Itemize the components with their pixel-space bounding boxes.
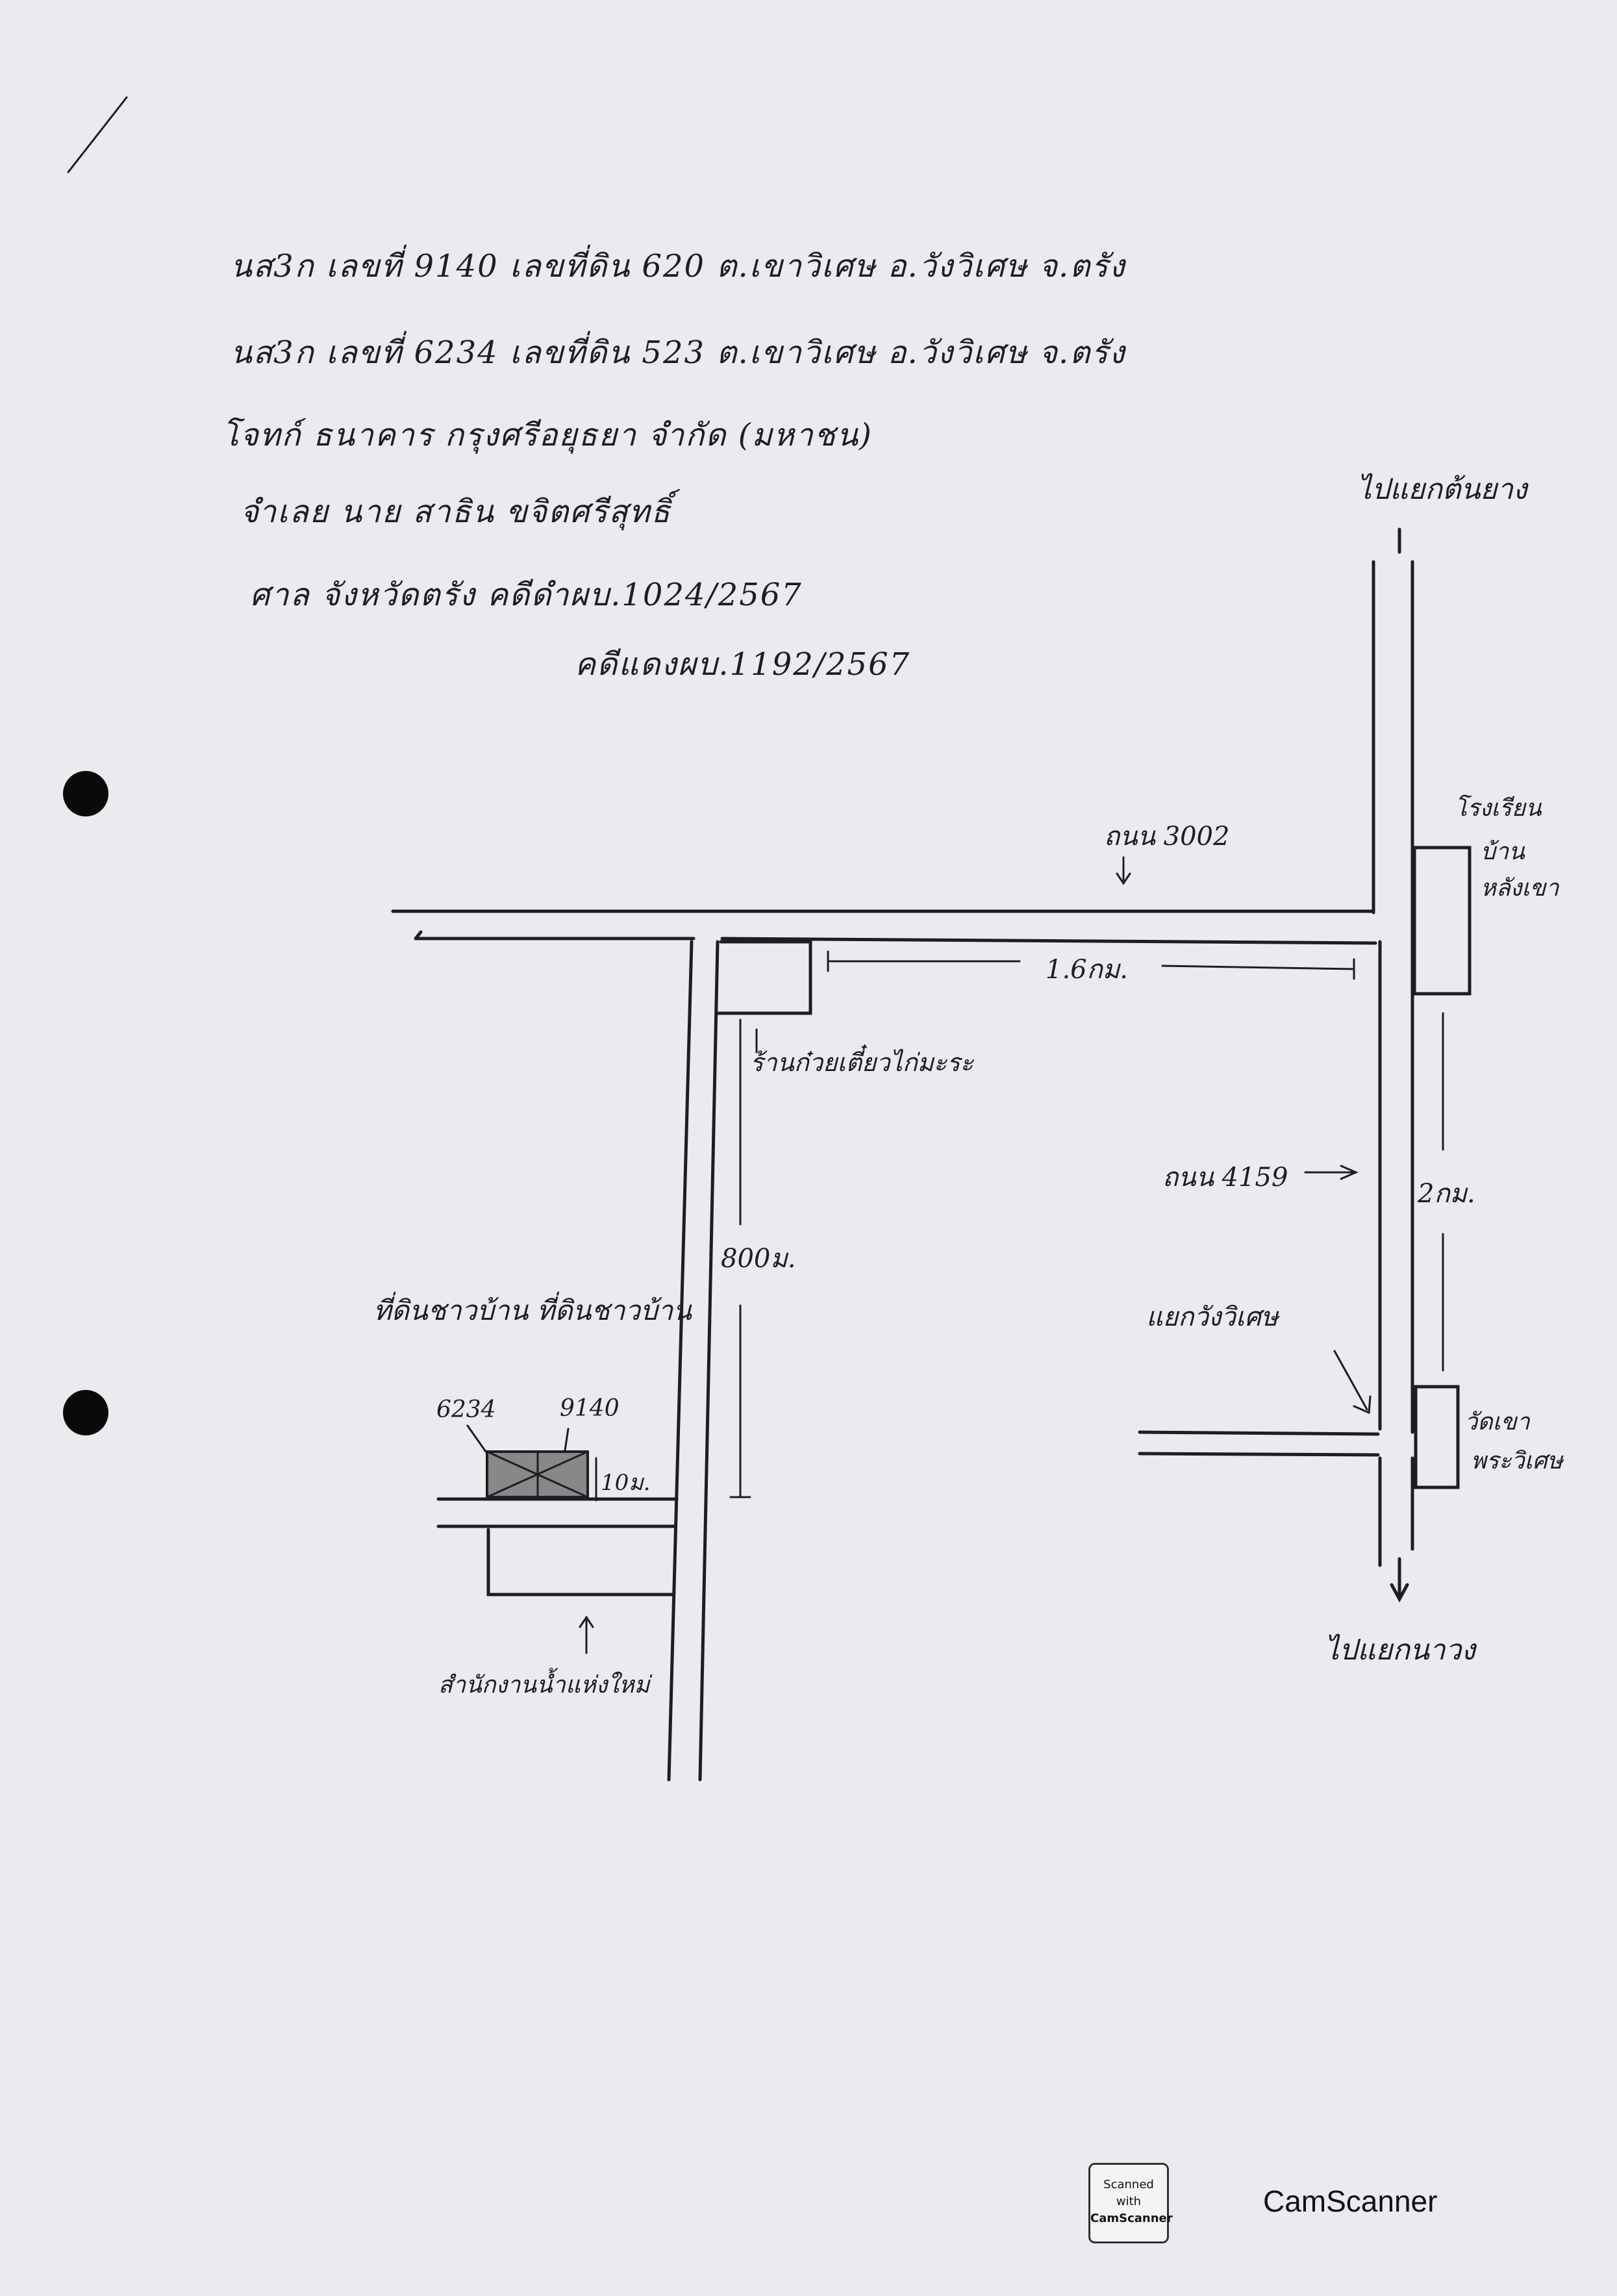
side-road-west-edge [667,940,694,1782]
label-lot-9140: 9140 [560,1395,620,1422]
water-office-box [486,1528,675,1596]
label-water-office: สำนักงานน้ำแห่งใหม่ [438,1672,650,1698]
label-distance-800m: 800ม. [721,1244,796,1274]
label-road-3002: ถนน 3002 [1104,822,1230,852]
punch-hole-bottom [63,1390,108,1435]
road-3002-south-edge [720,937,1377,945]
label-temple-1: วัดเขา [1464,1409,1530,1435]
label-school-2: บ้าน [1481,839,1525,865]
label-road-4159: ถนน 4159 [1162,1163,1288,1192]
label-temple-2: พระวิเศษ [1471,1448,1563,1474]
title-deed-line-2: นส3ก เลขที่ 6234 เลขที่ดิน 523 ต.เขาวิเศ… [231,334,1126,371]
temple-box [1414,1385,1460,1489]
label-to-south: ไปแยกนาวง [1325,1634,1475,1667]
label-distance-2km: 2กม. [1418,1179,1475,1209]
title-deed-line-1: นส3ก เลขที่ 9140 เลขที่ดิน 620 ต.เขาวิเศ… [231,248,1126,284]
label-to-north: ไปแยกต้นยาง [1357,473,1527,506]
label-distance-1-6km: 1.6กม. [1046,955,1128,985]
label-shop: ร้านก๋วยเตี๋ยวไก่มะระ [750,1048,974,1077]
school-box [1412,846,1472,996]
label-school-1: โรงเรียน [1455,795,1542,822]
badge-line-1: Scanned with [1103,2178,1154,2208]
badge-line-2: CamScanner [1090,2212,1173,2225]
camscanner-brand: CamScanner [1263,2184,1438,2218]
label-school-3: หลังเขา [1481,875,1559,902]
punch-hole-top [63,771,108,816]
label-adjacent-owners: ที่ดินชาวบ้าน ที่ดินชาวบ้าน [373,1294,692,1326]
label-junction: แยกวังวิเศษ [1146,1302,1279,1332]
label-lot-6234: 6234 [436,1396,496,1423]
court-line: ศาล จังหวัดตรัง คดีดำผบ.1024/2567 [250,577,803,613]
side-road-east-edge [698,940,720,1782]
shop-box [716,940,812,1015]
case-number-line: คดีแดงผบ.1192/2567 [575,646,911,683]
label-distance-10m: 10ม. [601,1470,651,1496]
defendant-line: จำเลย นาย สาธิน ขจิตศรีสุทธิ์ [240,494,671,530]
stray-mark [67,96,128,173]
camscanner-badge: Scanned with CamScanner [1088,2163,1173,2243]
plaintiff-line: โจทก์ ธนาคาร กรุงศรีอยุธยา จำกัด (มหาชน) [222,417,873,453]
